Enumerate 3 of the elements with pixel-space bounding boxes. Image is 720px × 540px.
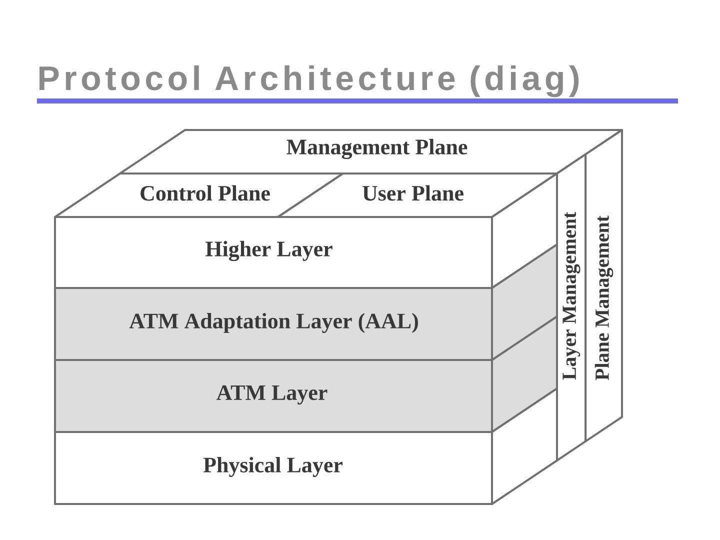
- title: Protocol Architecture (diag): [39, 65, 579, 98]
- management-strip: Plane Management: [584, 129, 623, 442]
- management-strip: Layer Management: [556, 153, 587, 462]
